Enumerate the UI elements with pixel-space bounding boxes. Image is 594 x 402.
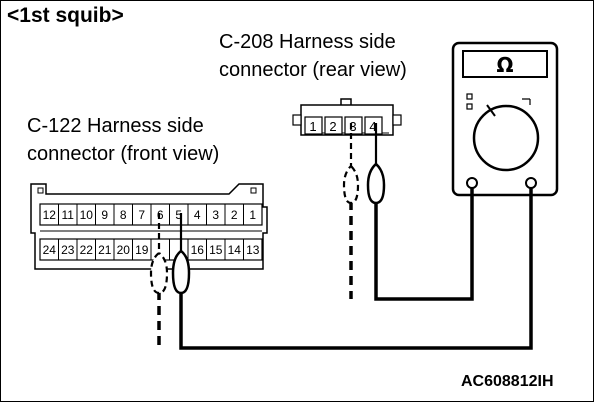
c208-latch: [340, 98, 352, 105]
c122-pin-label: 8: [120, 208, 127, 222]
wire-meter-com-to-c208: [374, 188, 474, 301]
multimeter: Ω: [451, 41, 559, 197]
c122-pin-label: 15: [209, 243, 223, 257]
c208-pin-cell: [324, 116, 343, 135]
c122-pin-label: 3: [212, 208, 219, 222]
c122-key: [37, 187, 44, 194]
c208-pin-cell: [304, 116, 323, 135]
c122-top-pin-labels: 12 11 10 9 8 7 6 5 4 3 2 1: [43, 208, 257, 222]
c122-pin-label: 7: [138, 208, 145, 222]
c208-probes: [342, 123, 386, 205]
c122-pin-label: 9: [101, 208, 108, 222]
c122-pin-label: 16: [191, 243, 205, 257]
c122-pin-label: 2: [231, 208, 238, 222]
range-mark-icon: [522, 98, 531, 105]
meter-jack-ohm[interactable]: [525, 177, 537, 189]
c122-pin-label: 1: [249, 208, 256, 222]
c122-pin-label: 14: [228, 243, 242, 257]
c208-label-line1: C-208 Harness side: [219, 31, 396, 53]
probe-c208-hidden: [342, 123, 360, 205]
dial-pointer: [486, 104, 496, 117]
c208-pin-label: 1: [309, 119, 316, 134]
c208-pin-cell: [344, 116, 363, 135]
c122-pin-label: 22: [80, 243, 94, 257]
c122-pin-label: 6: [157, 208, 164, 222]
wire-meter-ohm-to-c122: [179, 188, 533, 350]
c122-pin-label: 12: [43, 208, 57, 222]
c122-pin-label: 19: [135, 243, 149, 257]
c208-ear-left: [292, 114, 302, 126]
meter-display: [462, 50, 548, 78]
c122-bottom-pin-labels: 24 23 22 21 20 19 16 15 14 13: [43, 243, 260, 257]
c122-label-line2: connector (front view): [27, 143, 220, 165]
c122-pin-label: 11: [62, 208, 75, 222]
c208-pin-cell: [364, 116, 383, 135]
range-mark-icon: [466, 93, 473, 100]
c122-pin-label: 5: [175, 208, 182, 222]
c122-pin-label: 23: [61, 243, 75, 257]
c208-connector: 1 2 3 4: [292, 98, 402, 136]
meter-jack-com[interactable]: [466, 177, 478, 189]
test-wires: [157, 188, 533, 351]
c208-pin-label: 4: [369, 119, 376, 134]
c122-pin-label: 4: [194, 208, 201, 222]
c208-pin-label: 3: [349, 119, 356, 134]
c122-pin-label: 10: [80, 208, 94, 222]
c122-pin-label: 13: [246, 243, 260, 257]
c122-key: [250, 187, 257, 194]
ohm-symbol: Ω: [496, 53, 513, 77]
probe-c122-hidden: [149, 213, 169, 295]
c122-pin-label: 20: [117, 243, 131, 257]
selector-dial[interactable]: [472, 104, 540, 172]
probe-c208: [366, 162, 386, 205]
c122-connector: 12 11 10 9 8 7 6 5 4 3 2 1 24 23 22 21 2…: [30, 183, 268, 270]
c208-pin-label: 2: [329, 119, 336, 134]
c122-label-line1: C-122 Harness side: [27, 115, 204, 137]
page-title: <1st squib>: [7, 4, 124, 27]
c122-pin-label: 21: [98, 243, 112, 257]
probe-c122: [171, 249, 191, 295]
c122-probes: [149, 213, 191, 295]
c122-cell-grid: [58, 204, 244, 260]
figure-code: AC608812IH: [461, 373, 554, 390]
range-mark-icon: [466, 103, 473, 110]
c208-ear-right: [392, 114, 402, 126]
c208-label-line2: connector (rear view): [219, 59, 407, 81]
c122-pin-label: 24: [43, 243, 57, 257]
